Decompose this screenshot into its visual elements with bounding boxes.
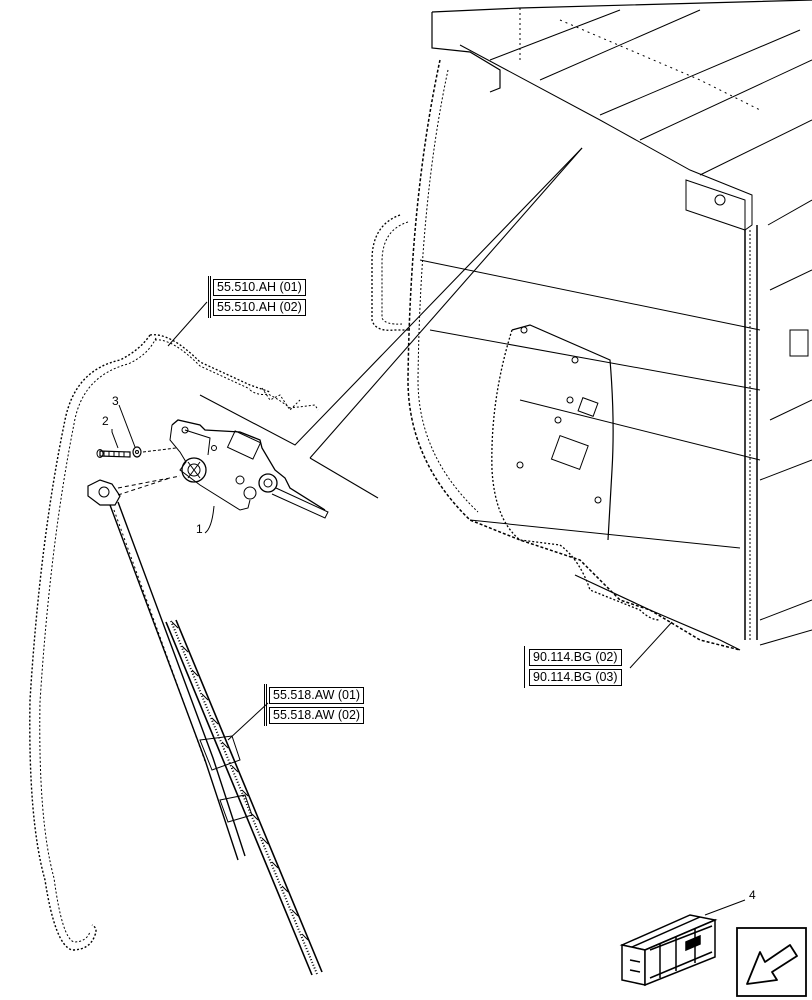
screw-and-washer [96,446,181,496]
wiper-motor-assembly [169,419,329,519]
callout-item-4: 4 [749,888,756,902]
wiper-arm-and-blade [87,479,323,976]
callout-leaders [111,404,746,916]
callout-item-3: 3 [112,394,119,408]
reference-group-wiper-arm: 55.518.AW (01) 55.518.AW (02) [264,684,365,726]
reference-link-55-510-ah-02[interactable]: 55.510.AH (02) [213,299,306,316]
callout-item-1: 1 [196,522,203,536]
reference-leaders [167,301,673,741]
previous-page-arrow-icon[interactable] [736,927,807,997]
assembly-leader-lines [199,147,583,499]
cab-structure [371,0,812,651]
reference-link-55-510-ah-01[interactable]: 55.510.AH (01) [213,279,306,296]
reference-link-90-114-bg-03[interactable]: 90.114.BG (03) [529,669,622,686]
washer-hose [29,334,319,951]
reference-link-55-518-aw-01[interactable]: 55.518.AW (01) [269,687,365,704]
reference-link-55-518-aw-02[interactable]: 55.518.AW (02) [269,707,365,724]
crate-kit-icon [619,914,718,987]
reference-group-wiper-motor: 55.510.AH (01) 55.510.AH (02) [208,276,306,318]
callout-item-2: 2 [102,414,109,428]
reference-link-90-114-bg-02[interactable]: 90.114.BG (02) [529,649,622,666]
